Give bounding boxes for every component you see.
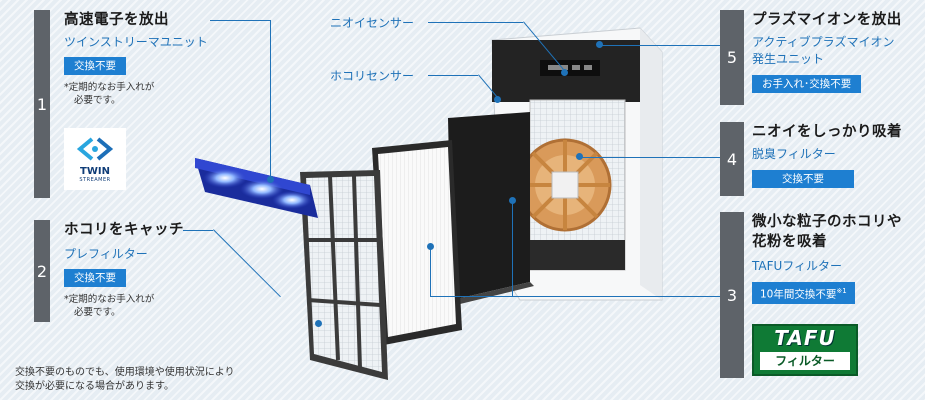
tafu-filter-logo: TAFU フィルター <box>752 324 858 376</box>
feature-title: ニオイをしっかり吸着 <box>752 124 902 140</box>
tafu-filter <box>448 112 534 305</box>
feature-block-pre-filter: ホコリをキャッチ プレフィルター 交換不要 *定期的なお手入れが 必要です。 <box>64 220 244 319</box>
footer-note: 交換不要のものでも、使用環境や使用状況により 交換が必要になる場合があります。 <box>15 366 235 394</box>
feature-title: 高速電子を放出 <box>64 12 169 28</box>
step-number-bar-1: 1 <box>34 10 50 198</box>
step-number: 1 <box>36 94 48 114</box>
logo-word: TWIN <box>80 166 110 177</box>
note-line: *定期的なお手入れが <box>64 294 155 305</box>
hepa-filter <box>372 140 462 345</box>
twin-streamer-logo: TWIN STREAMER <box>64 128 126 190</box>
callout-odor-sensor: ニオイセンサー <box>330 16 415 30</box>
feature-title: 微小な粒子のホコリや <box>752 214 902 230</box>
step-number: 5 <box>726 48 738 67</box>
leader-dot <box>509 197 516 204</box>
feature-subtitle: プレフィルター <box>64 247 148 261</box>
leader-line <box>600 45 720 46</box>
leader-line <box>428 22 523 23</box>
logo-word: TAFU <box>774 326 836 350</box>
leader-line <box>512 200 513 296</box>
feature-subtitle: アクティブプラズマイオン <box>752 35 895 49</box>
leader-line <box>183 230 213 231</box>
leader-dot <box>427 243 434 250</box>
pre-filter <box>300 170 388 380</box>
leader-line <box>580 157 720 158</box>
feature-subtitle: ツインストリーマユニット <box>64 35 208 49</box>
leader-dot <box>596 41 603 48</box>
badge-text: 10年間交換不要 <box>760 288 837 301</box>
badge-footnote: ※1 <box>836 287 847 295</box>
leader-line <box>430 296 720 297</box>
note-line: 必要です。 <box>74 95 121 106</box>
footer-line: 交換不要のものでも、使用環境や使用状況により <box>15 367 235 378</box>
step-number-bar-2: 2 <box>34 220 50 322</box>
feature-subtitle: TAFUフィルター <box>752 259 843 273</box>
leader-dot <box>561 69 568 76</box>
feature-subtitle: 発生ユニット <box>752 52 825 66</box>
status-badge: 交換不要 <box>64 269 126 287</box>
leader-line <box>430 246 431 296</box>
note-line: 必要です。 <box>74 307 121 318</box>
feature-title: プラズマイオンを放出 <box>752 12 902 28</box>
maintenance-note: *定期的なお手入れが 必要です。 <box>64 293 244 319</box>
step-number-bar-4: 4 <box>720 122 744 196</box>
step-number: 4 <box>726 149 738 169</box>
leader-dot <box>576 153 583 160</box>
maintenance-note: *定期的なお手入れが 必要です。 <box>64 81 244 107</box>
step-number-bar-3: 3 <box>720 212 744 378</box>
feature-title: ホコリをキャッチ <box>64 222 184 238</box>
logo-subword: STREAMER <box>79 177 111 183</box>
status-badge: 10年間交換不要※1 <box>752 282 855 304</box>
deodorizing-filter <box>518 138 612 232</box>
leader-dot <box>315 320 322 327</box>
status-badge: 交換不要 <box>64 57 126 75</box>
leader-line <box>428 75 478 76</box>
leader-line <box>210 20 270 21</box>
footer-line: 交換が必要になる場合があります。 <box>15 381 174 392</box>
step-number: 3 <box>726 285 738 305</box>
note-line: *定期的なお手入れが <box>64 82 155 93</box>
feature-block-twin-streamer: 高速電子を放出 ツインストリーマユニット 交換不要 *定期的なお手入れが 必要で… <box>64 10 244 107</box>
feature-block-deodorizing-filter: ニオイをしっかり吸着 脱臭フィルター 交換不要 <box>752 122 917 188</box>
feature-title: 花粉を吸着 <box>752 234 827 250</box>
leader-dot <box>494 96 501 103</box>
status-badge: お手入れ･交換不要 <box>752 75 862 93</box>
step-number: 2 <box>36 261 48 281</box>
step-number-bar-5: 5 <box>720 10 744 105</box>
leader-line <box>270 20 271 180</box>
callout-dust-sensor: ホコリセンサー <box>330 69 415 83</box>
feature-subtitle: 脱臭フィルター <box>752 147 836 161</box>
status-badge: 交換不要 <box>752 170 854 188</box>
logo-subword: フィルター <box>760 352 850 370</box>
feature-block-tafu-filter: 微小な粒子のホコリや 花粉を吸着 TAFUフィルター 10年間交換不要※1 <box>752 212 917 304</box>
twin-streamer-unit <box>195 158 318 218</box>
feature-block-plasma-ion: プラズマイオンを放出 アクティブプラズマイオン 発生ユニット お手入れ･交換不要 <box>752 10 917 93</box>
leader-dot <box>267 176 274 183</box>
twin-streamer-icon <box>76 137 114 161</box>
